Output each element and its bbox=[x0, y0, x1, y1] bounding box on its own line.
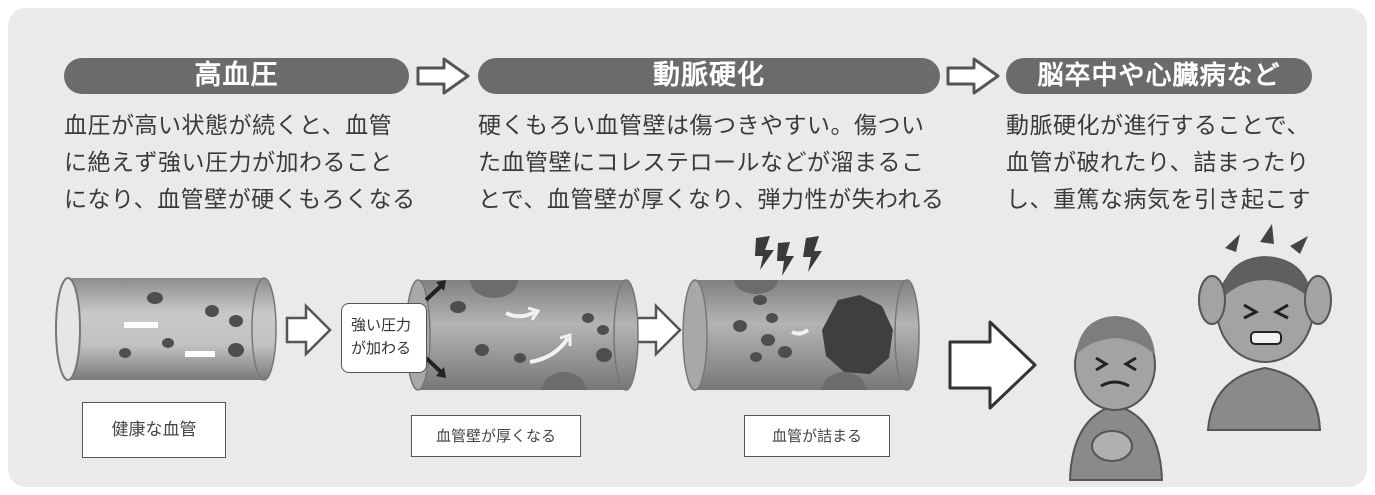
stage-description-disease: 動脈硬化が進行することで、 血管が破れたり、詰まったり し、重篤な病気を引き起こ… bbox=[1006, 108, 1311, 219]
description-line: 血圧が高い状態が続くと、血管 bbox=[64, 113, 393, 139]
right-arrow-icon bbox=[635, 302, 682, 358]
right-arrow-icon bbox=[946, 57, 1000, 95]
thickened-wall-label: 血管壁が厚くなる bbox=[411, 415, 581, 457]
stage-title-arteriosclerosis: 動脈硬化 bbox=[478, 58, 940, 94]
right-arrow-icon bbox=[948, 320, 1037, 410]
pressure-callout: 強い圧力 が加わる bbox=[341, 303, 427, 373]
callout-line: 強い圧力 bbox=[351, 316, 412, 334]
right-arrow-icon bbox=[416, 57, 470, 95]
right-arrow-icon bbox=[285, 302, 332, 358]
healthy-vessel-label: 健康な血管 bbox=[82, 402, 226, 458]
description-line: 血管が破れたり、詰まったり bbox=[1006, 150, 1310, 176]
stage-title-hypertension: 高血圧 bbox=[64, 58, 409, 94]
stage-title-stroke-heart-disease: 脳卒中や心臓病など bbox=[1006, 58, 1312, 94]
headache-person-illustration bbox=[1198, 224, 1332, 431]
callout-line: が加わる bbox=[351, 339, 412, 357]
chest-pain-person-illustration bbox=[1068, 316, 1164, 481]
stage-description-arteriosclerosis: 硬くもろい血管壁は傷つきやすい。傷つい た血管壁にコレステロールなどが溜まるこ … bbox=[478, 108, 944, 219]
description-line: 動脈硬化が進行することで、 bbox=[1006, 113, 1310, 139]
description-line: とで、血管壁が厚くなり、弾力性が失われる bbox=[478, 187, 945, 213]
lightning-icon bbox=[755, 236, 822, 276]
description-line: し、重篤な病気を引き起こす bbox=[1006, 187, 1312, 213]
description-line: た血管壁にコレステロールなどが溜まるこ bbox=[478, 150, 925, 176]
clogged-vessel-label: 血管が詰まる bbox=[744, 415, 890, 457]
clogged-vessel bbox=[682, 279, 920, 391]
description-line: に絶えず強い圧力が加わること bbox=[64, 150, 393, 176]
description-line: になり、血管壁が硬くもろくなる bbox=[64, 187, 416, 213]
description-line: 硬くもろい血管壁は傷つきやすい。傷つい bbox=[478, 113, 925, 139]
stage-description-hypertension: 血圧が高い状態が続くと、血管 に絶えず強い圧力が加わること になり、血管壁が硬く… bbox=[64, 108, 416, 219]
healthy-vessel bbox=[55, 277, 277, 381]
